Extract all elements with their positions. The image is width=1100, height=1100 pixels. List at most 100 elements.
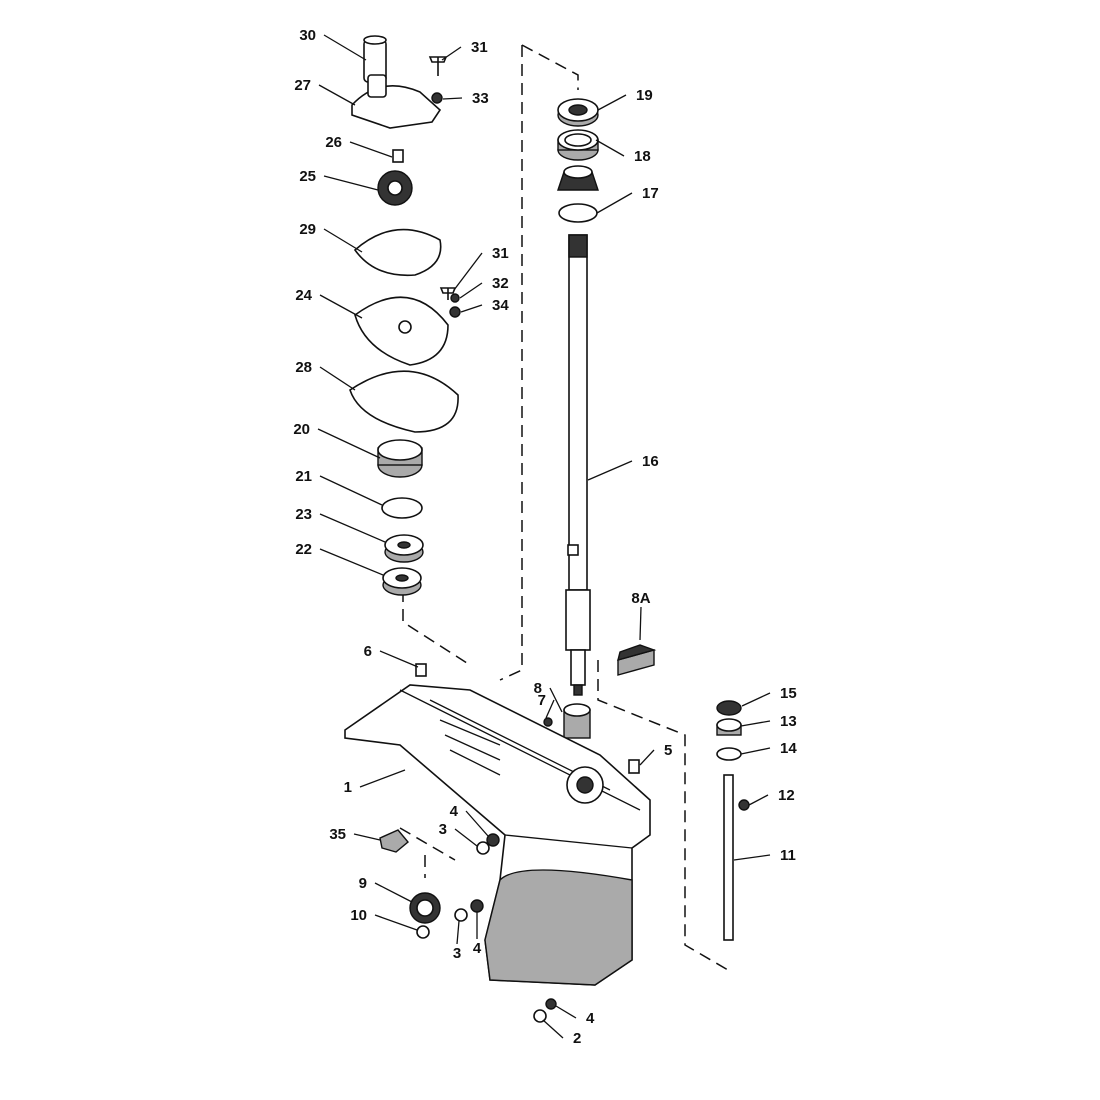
leader-line xyxy=(374,882,413,903)
callout-31: 31 xyxy=(492,245,509,262)
callout-16: 16 xyxy=(642,453,659,470)
leader-line xyxy=(319,548,384,576)
block-35 xyxy=(379,829,409,853)
leader-line xyxy=(459,282,483,299)
screw-2 xyxy=(533,1009,547,1023)
seal-22 xyxy=(382,567,422,596)
callout-21: 21 xyxy=(295,468,312,485)
leader-line xyxy=(639,749,655,766)
screw-3a xyxy=(476,841,490,855)
callout-labels: 3031273326252931323424282021232219181716… xyxy=(293,27,797,1047)
leader-line xyxy=(748,794,769,806)
leader-line xyxy=(639,606,642,641)
screw-31 xyxy=(428,56,448,76)
assembly-lines xyxy=(399,44,729,971)
callout-28: 28 xyxy=(295,359,312,376)
water-pump-parts xyxy=(349,35,461,596)
leader-line xyxy=(740,747,771,755)
screw-31b xyxy=(439,287,457,300)
leader-line xyxy=(319,475,383,506)
gear-9 xyxy=(409,892,441,924)
leader-line xyxy=(319,366,356,391)
gear-housing-1 xyxy=(344,684,651,986)
callout-4: 4 xyxy=(473,940,482,957)
washer-33 xyxy=(431,92,443,104)
callout-8: 8 xyxy=(534,680,542,697)
callout-7: 7 xyxy=(538,692,546,709)
callout-6: 6 xyxy=(364,643,372,660)
callout-31: 31 xyxy=(471,39,488,56)
callout-19: 19 xyxy=(636,87,653,104)
callout-4: 4 xyxy=(450,803,459,820)
callout-10: 10 xyxy=(350,907,367,924)
callout-35: 35 xyxy=(329,826,346,843)
callout-25: 25 xyxy=(299,168,316,185)
callout-3: 3 xyxy=(439,821,447,838)
stud-11 xyxy=(723,774,734,941)
callout-34: 34 xyxy=(492,297,509,314)
leader-line xyxy=(545,699,555,719)
callout-9: 9 xyxy=(359,875,367,892)
callout-12: 12 xyxy=(778,787,795,804)
leader-line xyxy=(323,228,363,253)
nut-34 xyxy=(449,306,461,318)
leader-line xyxy=(733,854,771,861)
callout-4: 4 xyxy=(586,1010,595,1027)
callout-17: 17 xyxy=(642,185,659,202)
seal-14 xyxy=(716,747,742,761)
callout-18: 18 xyxy=(634,148,651,165)
impeller-25 xyxy=(377,170,413,206)
callout-26: 26 xyxy=(325,134,342,151)
callout-24: 24 xyxy=(295,287,312,304)
nut-10 xyxy=(416,925,430,939)
leader-line xyxy=(353,833,381,841)
nut-7 xyxy=(543,717,553,727)
leader-line xyxy=(374,914,418,931)
leader-line xyxy=(318,84,356,106)
gasket-28 xyxy=(349,370,459,433)
leader-line xyxy=(454,828,478,847)
leader-line xyxy=(741,692,771,707)
callout-5: 5 xyxy=(664,742,672,759)
dowel-6 xyxy=(415,663,427,677)
nut-15 xyxy=(716,700,742,716)
washer-32 xyxy=(450,293,460,303)
callout-22: 22 xyxy=(295,541,312,558)
leader-line xyxy=(465,810,489,837)
bearing-8 xyxy=(563,703,591,739)
bushing-13 xyxy=(716,718,742,736)
callout-15: 15 xyxy=(780,685,797,702)
washer-4a xyxy=(486,833,500,847)
callout-29: 29 xyxy=(299,221,316,238)
leader-line xyxy=(323,34,367,61)
leader-line xyxy=(549,687,563,713)
leader-line xyxy=(319,513,386,543)
callout-8A: 8A xyxy=(631,590,650,607)
seal-21 xyxy=(381,497,423,519)
bearing-cup-18 xyxy=(557,129,599,161)
nut-19 xyxy=(557,98,599,127)
callout-30: 30 xyxy=(299,27,316,44)
callout-20: 20 xyxy=(293,421,310,438)
leader-line xyxy=(456,920,460,945)
leader-line xyxy=(555,1005,577,1019)
callout-27: 27 xyxy=(294,77,311,94)
leader-line xyxy=(740,720,771,727)
leader-line xyxy=(453,252,483,291)
callout-1: 1 xyxy=(344,779,352,796)
leader-line xyxy=(359,769,406,788)
dowel-5 xyxy=(628,759,640,774)
leader-line xyxy=(460,304,483,313)
small-parts xyxy=(379,829,557,1023)
leader-line xyxy=(542,1019,564,1039)
leader-line xyxy=(596,192,633,214)
key-26 xyxy=(392,149,404,163)
seal-23 xyxy=(384,534,424,563)
pump-housing-27 xyxy=(351,85,442,129)
gasket-29 xyxy=(353,228,442,277)
pump-base-20 xyxy=(377,439,423,478)
callout-3: 3 xyxy=(453,945,461,962)
leader-line xyxy=(597,94,627,111)
callout-11: 11 xyxy=(780,847,796,864)
